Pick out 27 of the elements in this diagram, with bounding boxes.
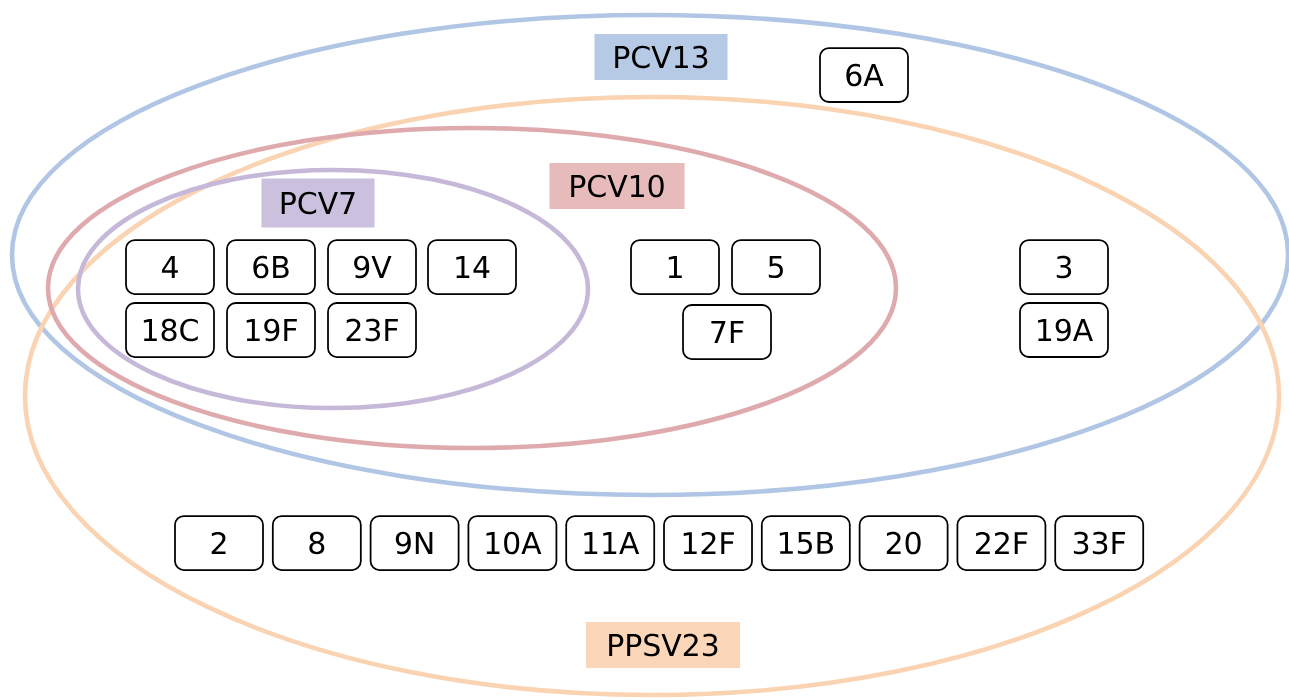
set-label: PPSV23: [586, 622, 741, 669]
serotype-box: 22F: [956, 515, 1047, 571]
serotype-box: 1: [630, 239, 720, 295]
serotype-box: 15B: [760, 515, 851, 571]
serotype-box: 14: [427, 239, 517, 295]
set-label: PCV10: [549, 162, 685, 210]
serotype-box: 6B: [226, 239, 316, 295]
serotype-box: 12F: [663, 515, 753, 571]
serotype-box: 18C: [125, 302, 215, 358]
serotype-box: 2: [174, 515, 264, 571]
serotype-box: 5: [731, 239, 821, 295]
serotype-box: 10A: [467, 515, 558, 571]
serotype-box: 20: [858, 515, 949, 571]
serotype-box: 4: [125, 239, 215, 295]
serotype-box: 9N: [369, 515, 460, 571]
serotype-box: 3: [1019, 239, 1109, 295]
serotype-box: 33F: [1054, 515, 1145, 571]
serotype-box: 8: [271, 515, 362, 571]
serotype-box: 11A: [565, 515, 656, 571]
serotype-box: 19A: [1019, 302, 1109, 358]
serotype-box: 9V: [327, 239, 417, 295]
set-label: PCV7: [261, 178, 375, 228]
serotype-box: 19F: [226, 302, 316, 358]
serotype-box: 23F: [327, 302, 417, 358]
set-label: PCV13: [594, 33, 728, 81]
serotype-box: 6A: [819, 47, 909, 103]
serotype-box: 7F: [682, 304, 772, 360]
